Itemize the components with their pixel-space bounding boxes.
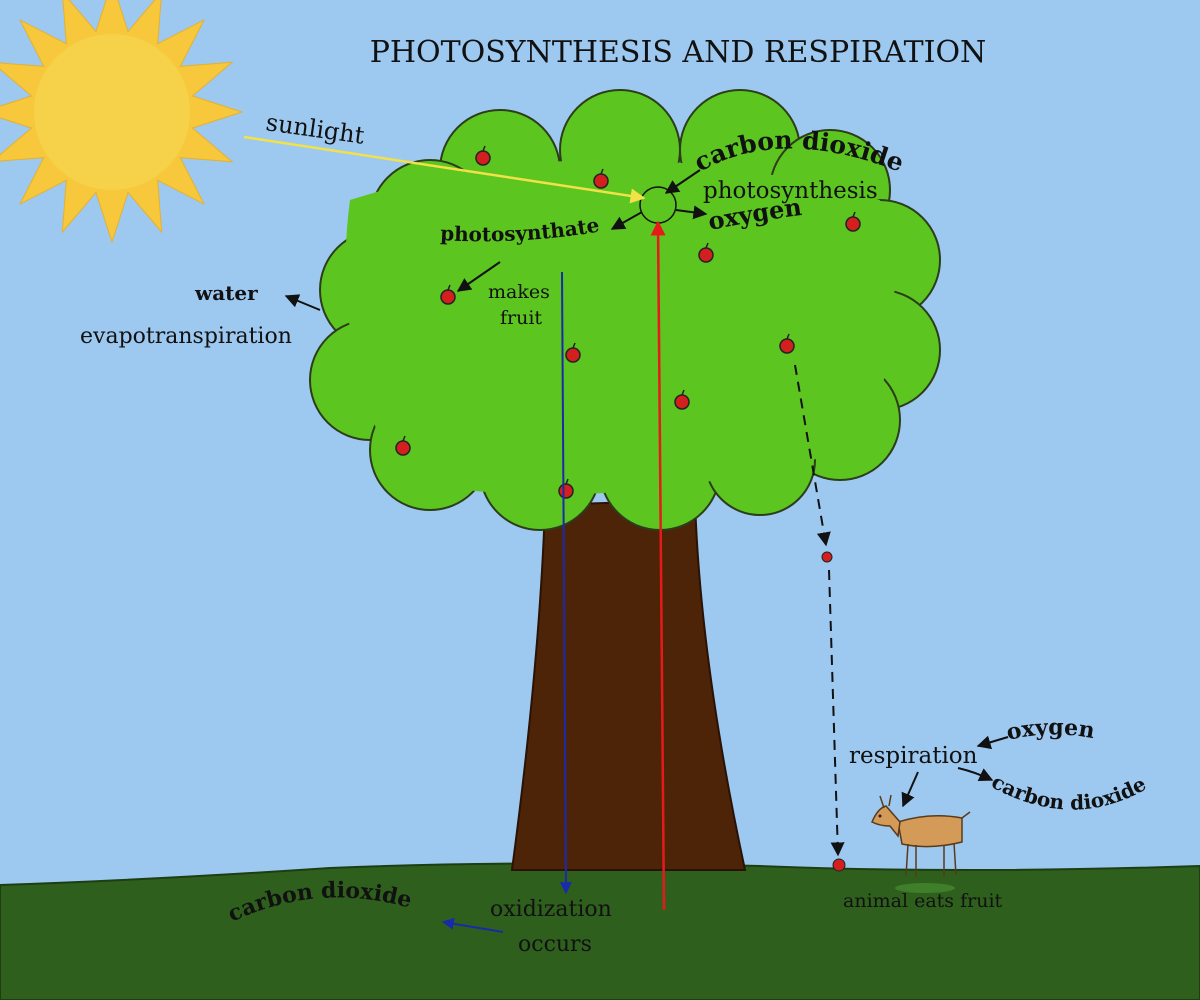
fruit-icon <box>845 211 861 232</box>
falling-fruit-arrow-lower <box>828 569 845 857</box>
falling-fruit-arrow-upper <box>794 364 831 547</box>
goat-icon <box>871 794 971 893</box>
makes-label: makes <box>488 281 550 303</box>
sun-icon <box>0 0 244 244</box>
fruit-icon <box>475 145 491 166</box>
fruit-icon <box>698 242 714 263</box>
fruit-icon <box>565 342 581 363</box>
makes-fruit-arrow <box>456 261 501 292</box>
fruit-label: fruit <box>500 307 542 329</box>
carbon-dioxide-out-arrow <box>957 767 994 781</box>
tree-trunk <box>510 498 747 871</box>
fruit-icon <box>779 333 795 354</box>
water-label: water <box>194 281 258 305</box>
evapotranspiration-label: evapotranspiration <box>80 324 292 349</box>
oxygen-in-arrow <box>976 735 1009 750</box>
canopy-fill <box>345 160 895 495</box>
ground-carbon-dioxide-arrow <box>441 917 504 933</box>
falling-fruit-icon <box>821 551 833 563</box>
fallen-fruit-icon <box>832 858 846 872</box>
fruit-icon <box>593 168 609 189</box>
animal-eats-fruit-label: animal eats fruit <box>843 890 1003 912</box>
upward-red-arrow <box>650 220 666 911</box>
respiration-arrow <box>901 771 919 808</box>
carbon-dioxide-in-arrow <box>664 169 701 194</box>
fruits <box>395 145 861 872</box>
water-out-arrow <box>284 294 321 311</box>
photosynthesis-label: photosynthesis <box>703 178 878 204</box>
sunlight-arrow <box>243 135 646 204</box>
fruit-icon <box>395 435 411 456</box>
photosynthate-arrow <box>610 211 643 230</box>
fruit-icon <box>674 389 690 410</box>
respiration-label: respiration <box>849 743 978 769</box>
ground <box>0 862 1200 1000</box>
page-title: PHOTOSYNTHESIS AND RESPIRATION <box>370 35 987 70</box>
oxygen-out-arrow <box>675 205 708 220</box>
fruit-icon <box>440 284 456 305</box>
downward-blue-arrow <box>559 271 572 895</box>
occurs-label: occurs <box>518 932 592 957</box>
oxidization-label: oxidization <box>490 897 612 922</box>
